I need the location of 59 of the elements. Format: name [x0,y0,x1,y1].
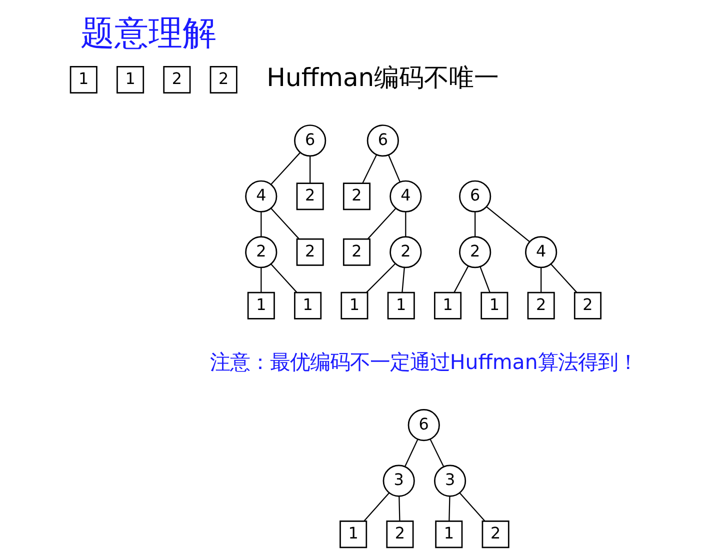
node-box: 1 [434,292,462,320]
connector [540,268,542,292]
connector [480,266,490,293]
connector [270,208,300,240]
node-box: 2 [296,182,324,210]
connector [368,208,396,240]
node-circle: 2 [390,236,422,268]
node-circle: 2 [459,236,492,268]
connector [270,152,301,185]
connector [404,439,418,467]
node-box: 2 [386,520,414,548]
node-circle: 4 [245,180,278,212]
connector [310,156,311,184]
node-box: 1 [294,292,322,320]
connector [366,263,396,293]
connector [364,492,390,522]
node-box: 2 [527,292,555,320]
diagram-title: 题意理解 [80,13,216,54]
node-circle: 6 [366,124,399,157]
node-circle: 6 [459,180,492,212]
connector [448,496,450,522]
node-box: 1 [480,292,508,320]
node-circle: 6 [408,409,440,442]
node-box: 1 [340,292,368,320]
node-circle: 2 [245,236,278,268]
node-box: 1 [70,66,98,94]
node-box: 2 [342,238,370,266]
connector [362,154,378,184]
connector [474,212,476,237]
connector [270,264,298,293]
connector [430,438,444,467]
connector [402,268,405,293]
connector [260,268,262,292]
connector [405,212,406,237]
node-circle: 4 [390,180,422,212]
node-box: 1 [340,520,368,548]
connector [454,266,469,293]
connector [260,212,262,237]
label: Huffman编码不唯一 [266,63,500,92]
connector [486,206,530,242]
node-box: 2 [342,182,370,210]
node-box: 2 [163,66,191,94]
node-circle: 3 [382,464,415,497]
label: 注意：最优编码不一定通过Huffman算法得到！ [210,350,638,374]
node-box: 1 [247,292,275,320]
node-box: 2 [574,292,602,320]
node-box: 2 [482,520,510,548]
node-box: 2 [210,66,238,94]
connector [398,496,400,522]
node-box: 1 [116,66,144,94]
node-box: 1 [387,292,415,320]
node-circle: 3 [434,464,466,497]
node-circle: 6 [294,124,326,157]
connector [388,155,401,182]
node-circle: 4 [525,236,558,268]
connector [550,264,577,293]
node-box: 1 [435,520,463,548]
node-box: 2 [296,238,324,266]
connector [459,492,486,522]
